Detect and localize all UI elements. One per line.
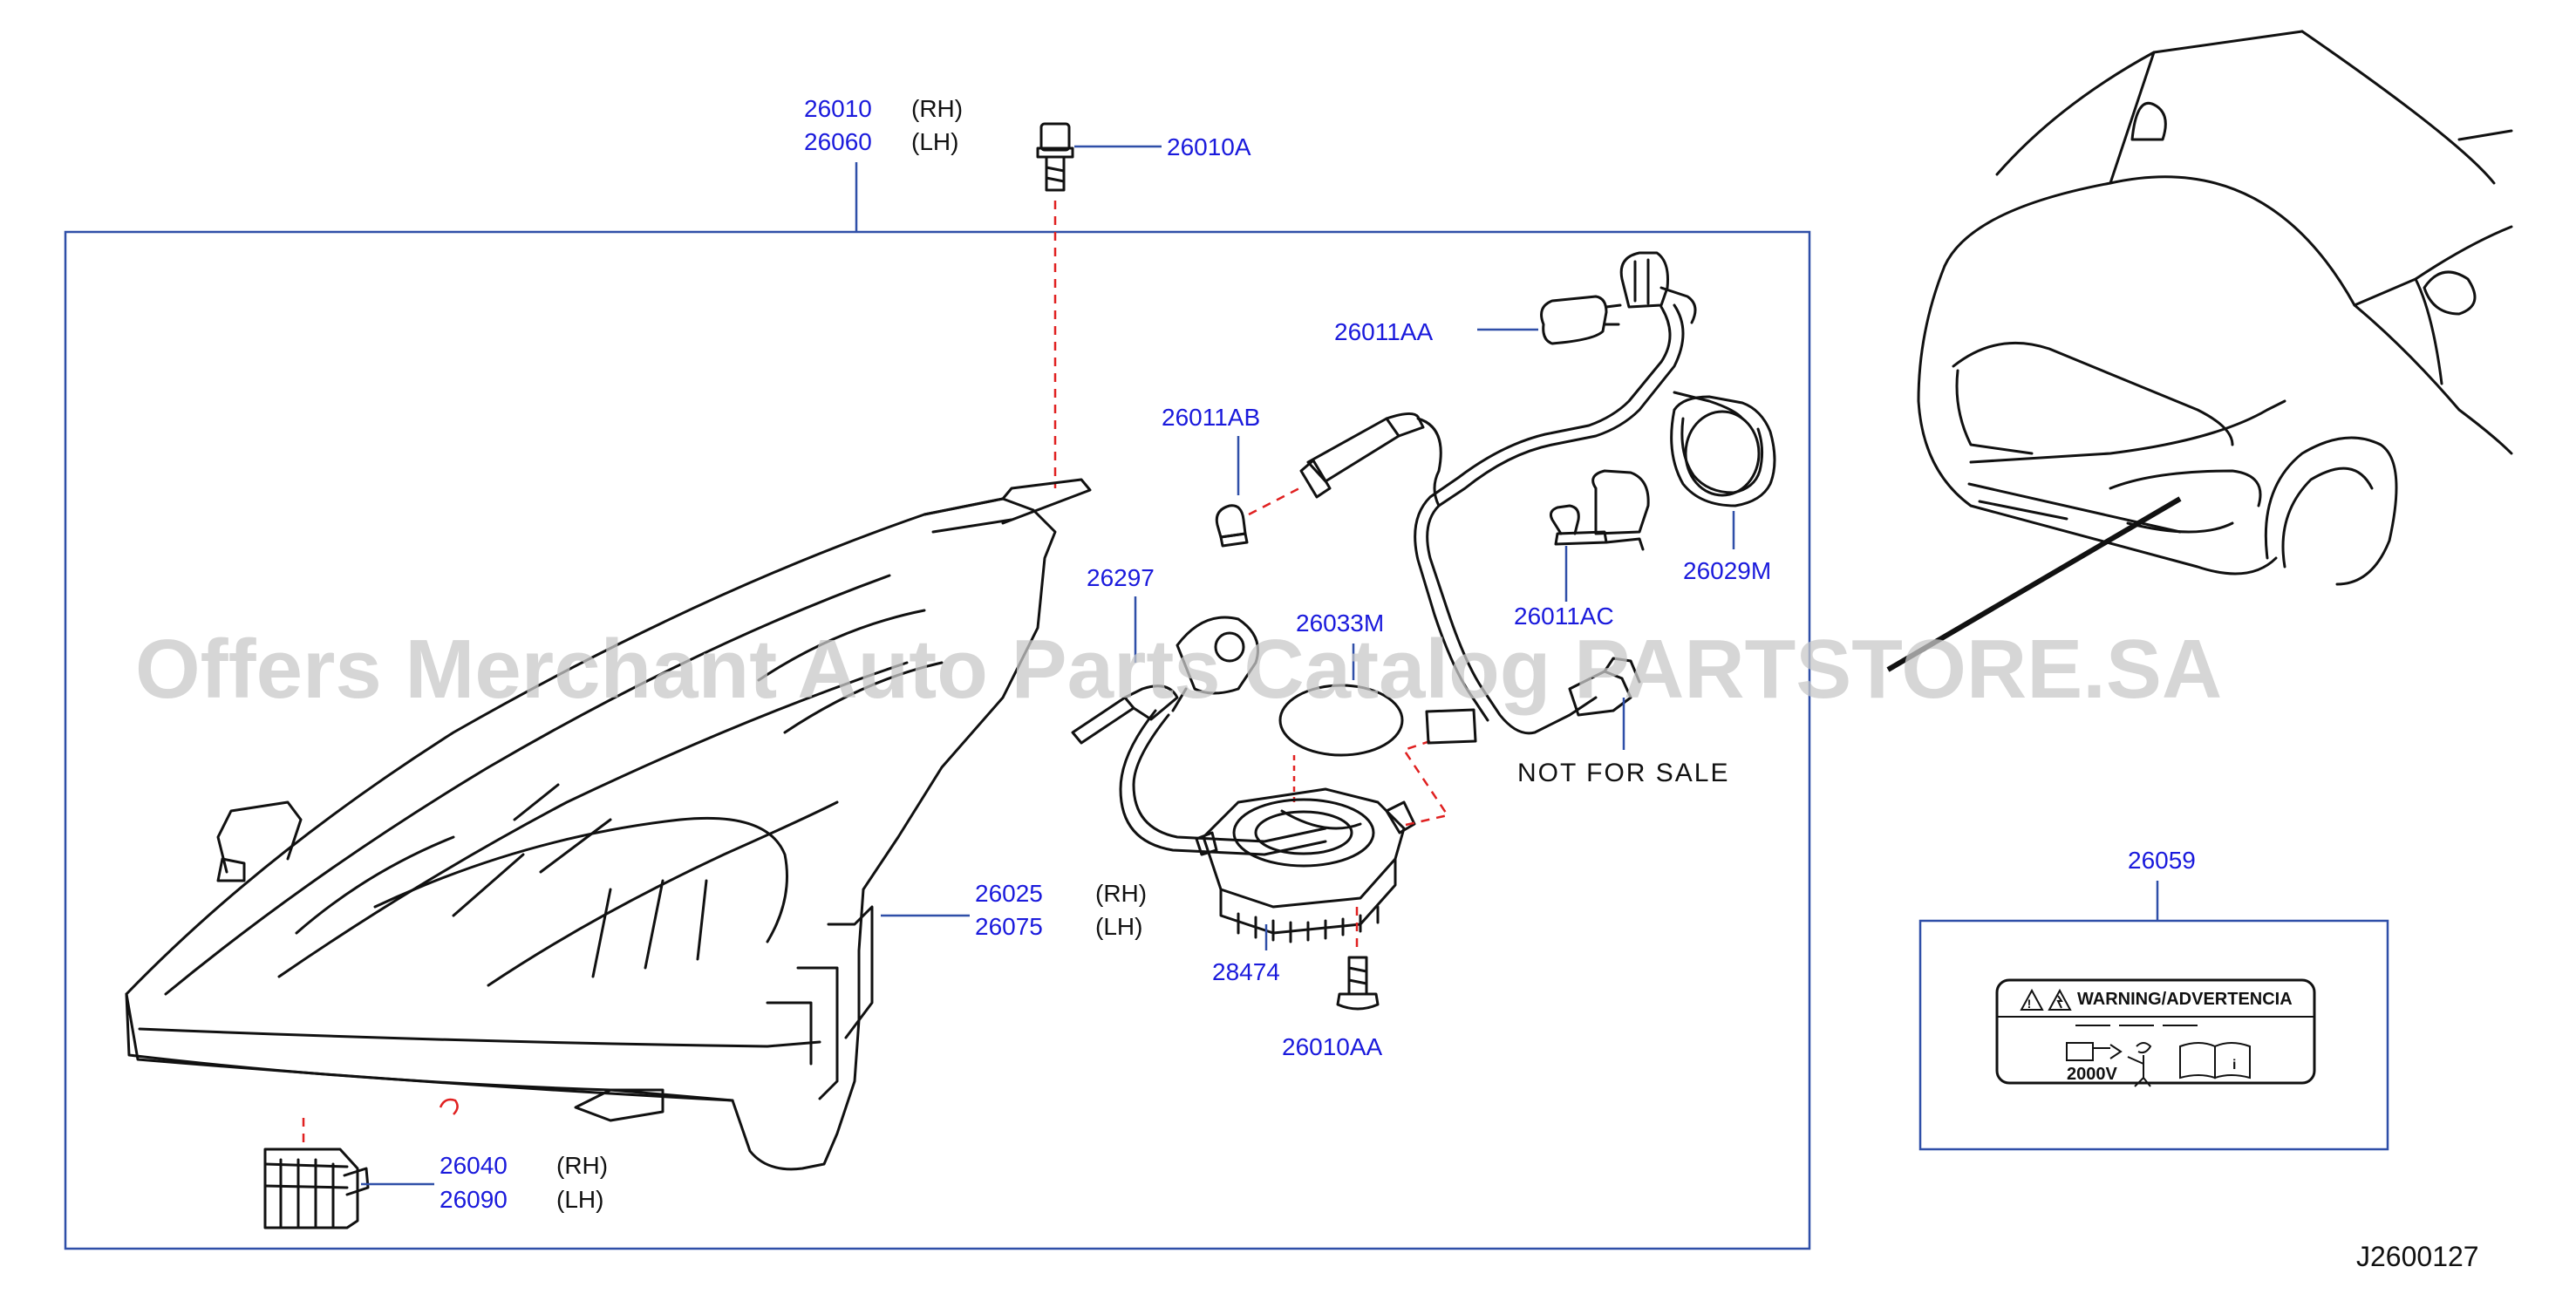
label-frame [1918, 919, 2389, 1151]
car-location-pointer [1886, 496, 2182, 672]
part-number-28474: 28474 [1212, 958, 1280, 985]
headlamp-housing-illustration [125, 478, 1092, 1171]
electric-hazard-icon [2048, 988, 2072, 1011]
part-number-26297: 26297 [1087, 564, 1155, 591]
not-for-sale-note: NOT FOR SALE [1517, 759, 1730, 787]
diagram-code: J2600127 [2356, 1241, 2479, 1272]
xenon-bulb-26297-icon [1071, 616, 1327, 856]
svg-text:!: ! [2027, 997, 2032, 1011]
ballast-28474-icon [1195, 787, 1416, 943]
bulb-26011ab-icon [1215, 504, 1249, 548]
manual-book-icon [2179, 1042, 2251, 1079]
grommet-26029m-icon [1670, 391, 1776, 507]
bulb-26011aa-icon [1540, 295, 1622, 345]
voltage-text: 2000V [2067, 1065, 2117, 1084]
watermark-text: Offers Merchant Auto Parts Catalog PARTS… [135, 623, 2222, 716]
harness-connector-icon [1425, 657, 1641, 745]
part-number-26011ab: 26011AB [1162, 404, 1260, 431]
side-lh-26090: (LH) [556, 1186, 603, 1213]
side-rh-26010: (RH) [911, 95, 963, 122]
part-number-26025: 26025 [975, 880, 1043, 907]
warning-label-text: WARNING/ADVERTENCIA [2077, 990, 2293, 1009]
part-number-26011ac: 26011AC [1514, 603, 1614, 630]
side-lh-26060: (LH) [911, 128, 958, 155]
bulb-26011ac-icon [1550, 469, 1650, 551]
part-number-26029m: 26029M [1683, 557, 1771, 584]
car-front-view-illustration [1917, 30, 2513, 586]
o-ring-26033m-icon [1278, 684, 1404, 757]
guide-ballast-connector [1402, 739, 1450, 827]
socket-26011aa-icon [1619, 251, 1697, 324]
part-number-26010aa: 26010AA [1282, 1033, 1383, 1060]
guide-bulb-to-socket [1248, 487, 1300, 516]
part-number-26060: 26060 [804, 128, 872, 155]
side-rh-26025: (RH) [1095, 880, 1147, 907]
svg-text:i: i [2232, 1058, 2236, 1073]
side-rh-26040: (RH) [556, 1152, 608, 1179]
part-number-26040: 26040 [440, 1152, 508, 1179]
wire-harness-26011-inner [1414, 305, 1672, 722]
part-number-26011aa: 26011AA [1334, 318, 1433, 345]
part-number-26010: 26010 [804, 95, 872, 122]
wire-branch-26011ab [1416, 417, 1442, 507]
side-lh-26075: (LH) [1095, 913, 1142, 940]
assembly-frame [64, 230, 1811, 1250]
bolt-26010a-icon [1036, 122, 1074, 192]
person-hazard-icon [2127, 1042, 2152, 1087]
bracket-26040-icon [263, 1148, 370, 1229]
part-number-26090: 26090 [440, 1186, 508, 1213]
part-number-26059: 26059 [2128, 847, 2196, 874]
screw-26010aa-icon [1336, 956, 1380, 1011]
guide-hook-mark [439, 1098, 459, 1115]
part-number-26075: 26075 [975, 913, 1043, 940]
high-voltage-icon [2066, 1042, 2123, 1061]
warning-triangle-icon [2020, 988, 2044, 1011]
socket-26011ab-icon [1299, 412, 1425, 499]
part-number-26033m: 26033M [1296, 610, 1384, 637]
part-number-26010a: 26010A [1167, 133, 1251, 160]
warning-label-sticker: ! WARNING/ADVERTENCIA 2000V i [1995, 978, 2316, 1087]
